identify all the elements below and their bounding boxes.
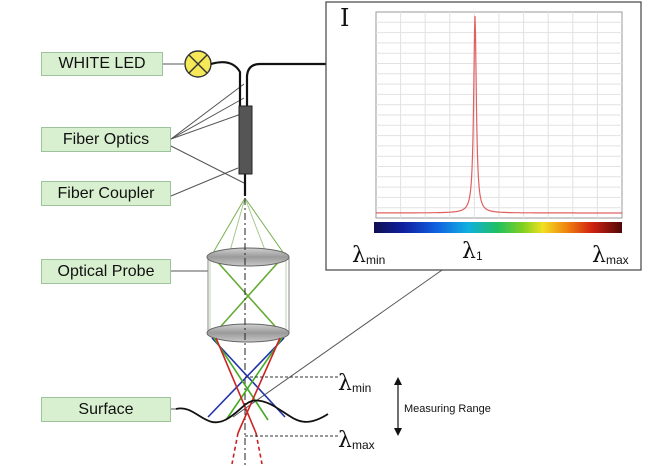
fiber-optics-label: Fiber Optics bbox=[41, 127, 171, 152]
measuring-range-label: Measuring Range bbox=[404, 403, 491, 415]
double-arrow-icon bbox=[394, 377, 402, 436]
optical-probe-label: Optical Probe bbox=[41, 259, 171, 284]
focusing-rays bbox=[207, 337, 286, 465]
spectrum-lambda-max: λmax bbox=[592, 243, 629, 268]
spectrum-lambda-min: λmin bbox=[352, 243, 385, 268]
led-bulb-icon bbox=[184, 50, 212, 78]
color-spectrum-bar bbox=[374, 222, 622, 233]
intensity-axis-label: I bbox=[340, 4, 349, 32]
spectrum-grid bbox=[376, 12, 622, 218]
focus-lambda-min: λmin bbox=[338, 371, 371, 396]
surface-label: Surface bbox=[41, 397, 171, 422]
lower-lens bbox=[206, 323, 290, 343]
fibers bbox=[210, 61, 326, 196]
fiber-coupler-label: Fiber Coupler bbox=[41, 181, 171, 206]
spectrum-peak bbox=[376, 15, 622, 214]
spectrum-lambda-1: λ1 bbox=[462, 239, 483, 264]
leader-lines bbox=[163, 63, 463, 418]
surface-profile bbox=[175, 399, 329, 423]
optical-probe bbox=[206, 197, 290, 343]
spectrum-panel: I λmin λ1 λmax bbox=[325, 1, 642, 271]
fiber-coupler bbox=[238, 105, 253, 175]
upper-lens bbox=[206, 247, 290, 267]
white-led-label: WHITE LED bbox=[41, 52, 163, 76]
focus-lambda-max: λmax bbox=[338, 428, 375, 453]
